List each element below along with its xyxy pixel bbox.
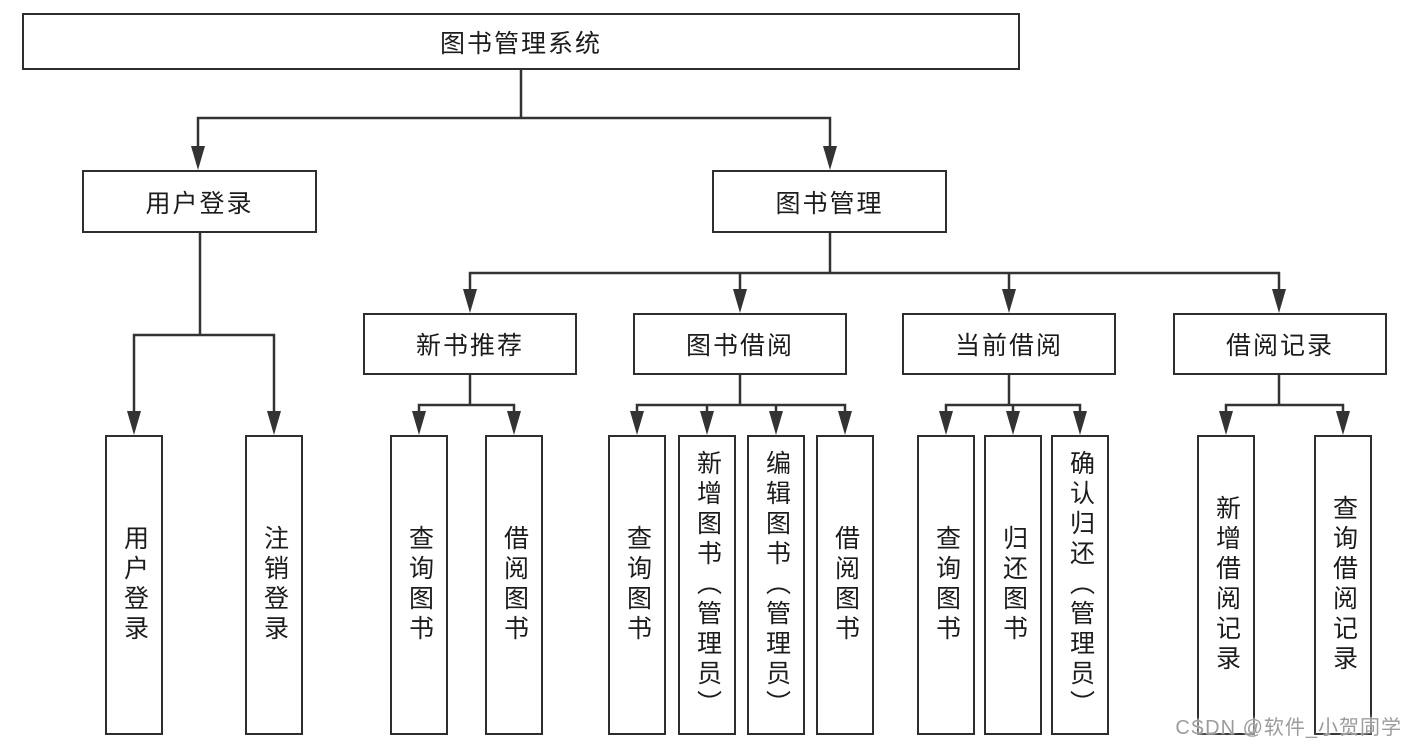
leaf-logout-label: 注销登录 (260, 525, 289, 645)
csdn-watermark: CSDN @软件_小贺同学 (1175, 717, 1402, 739)
leaf-newbook-query-book: 查询图书 (390, 435, 448, 735)
node-book-borrowing-label: 图书借阅 (685, 332, 794, 360)
leaf-newbook-borrow-book: 借阅图书 (485, 435, 543, 735)
leaf-borrowing-edit-book-admin-label: 编辑图书（管理员） (762, 450, 791, 720)
node-book-management: 图书管理 (712, 170, 947, 233)
leaf-records-query-record-label: 查询借阅记录 (1329, 495, 1358, 675)
node-borrowing-records-label: 借阅记录 (1225, 332, 1334, 360)
node-new-book-recommend-label: 新书推荐 (415, 332, 524, 360)
leaf-user-login: 用户登录 (105, 435, 163, 735)
node-book-borrowing: 图书借阅 (633, 313, 847, 375)
leaf-borrowing-borrow-book: 借阅图书 (816, 435, 874, 735)
node-new-book-recommend: 新书推荐 (363, 313, 577, 375)
leaf-borrowing-query-book: 查询图书 (608, 435, 666, 735)
leaf-borrowing-edit-book-admin: 编辑图书（管理员） (747, 435, 805, 735)
leaf-records-add-record: 新增借阅记录 (1197, 435, 1255, 735)
leaf-newbook-borrow-book-label: 借阅图书 (500, 525, 529, 645)
leaf-records-query-record: 查询借阅记录 (1314, 435, 1372, 735)
leaf-borrowing-query-book-label: 查询图书 (623, 525, 652, 645)
leaf-newbook-query-book-label: 查询图书 (405, 525, 434, 645)
leaf-current-query-book: 查询图书 (917, 435, 975, 735)
leaf-current-confirm-return-admin: 确认归还（管理员） (1051, 435, 1109, 735)
leaf-records-add-record-label: 新增借阅记录 (1212, 495, 1241, 675)
leaf-current-return-book-label: 归还图书 (999, 525, 1028, 645)
node-current-borrowing-label: 当前借阅 (954, 332, 1063, 360)
arrowheads (127, 146, 1350, 435)
node-root-label: 图书管理系统 (439, 29, 602, 58)
node-root: 图书管理系统 (22, 13, 1020, 70)
node-borrowing-records: 借阅记录 (1173, 313, 1387, 375)
leaf-current-query-book-label: 查询图书 (932, 525, 961, 645)
leaf-current-confirm-return-admin-label: 确认归还（管理员） (1066, 450, 1095, 720)
leaf-borrowing-add-book-admin-label: 新增图书（管理员） (693, 450, 722, 720)
leaf-borrowing-add-book-admin: 新增图书（管理员） (678, 435, 736, 735)
leaf-user-login-label: 用户登录 (120, 525, 149, 645)
node-user-login-label: 用户登录 (145, 189, 254, 218)
tree-edges (132, 68, 1345, 415)
node-book-management-label: 图书管理 (775, 189, 884, 218)
leaf-current-return-book: 归还图书 (984, 435, 1042, 735)
leaf-logout: 注销登录 (245, 435, 303, 735)
leaf-borrowing-borrow-book-label: 借阅图书 (831, 525, 860, 645)
node-user-login: 用户登录 (82, 170, 317, 233)
node-current-borrowing: 当前借阅 (902, 313, 1116, 375)
